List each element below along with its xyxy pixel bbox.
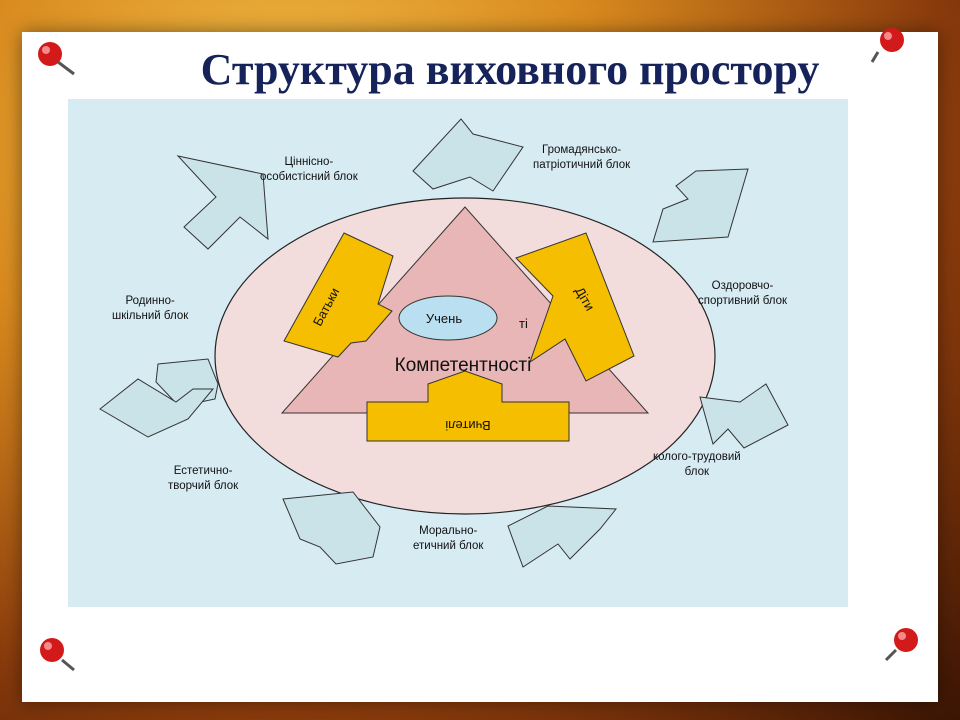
block-label-value: Ціннісно- особистісний блок: [260, 156, 358, 183]
arrow-health: [652, 168, 749, 243]
block-label-civic: Громадянсько- патріотичний блок: [533, 144, 631, 171]
arrow-civic: [412, 118, 524, 192]
structure-diagram: Учень ті Компетентності Батьки Діти Вчит…: [68, 99, 848, 607]
diagram-canvas: Учень ті Компетентності Батьки Діти Вчит…: [99, 118, 789, 568]
block-label-health: Оздоровчо- спортивний блок: [698, 280, 788, 307]
block-label-moral: Морально- етичний блок: [413, 525, 484, 552]
block-label-eco: колого-трудовий блок: [653, 451, 741, 478]
children-arrow: [515, 232, 635, 382]
parents-arrow: [283, 232, 394, 358]
arrow-eco: [699, 383, 789, 449]
block-label-family: Родинно- шкільний блок: [112, 295, 189, 322]
arrow-moral: [507, 505, 618, 568]
pushpin-icon: [38, 42, 75, 76]
teachers-arrow: [366, 370, 570, 442]
pushpin-icon: [40, 638, 75, 672]
yellow-arrows: [283, 232, 635, 442]
arrow-family-tip: [99, 378, 215, 438]
pushpin-icon: [884, 628, 918, 662]
partial-label: ті: [519, 316, 528, 331]
block-arrows: [99, 118, 789, 568]
student-oval: [398, 295, 498, 341]
slide-title: Структура виховного простору: [200, 45, 820, 94]
arrow-value: [176, 155, 269, 250]
pushpin-icon: [870, 28, 904, 63]
competence-label: Компетентності: [395, 355, 532, 376]
teachers-label: Вчителі: [445, 418, 490, 433]
arrow-aesthetic: [282, 491, 381, 565]
block-label-aesthetic: Естетично- творчий блок: [168, 465, 239, 492]
student-label: Учень: [426, 311, 462, 326]
